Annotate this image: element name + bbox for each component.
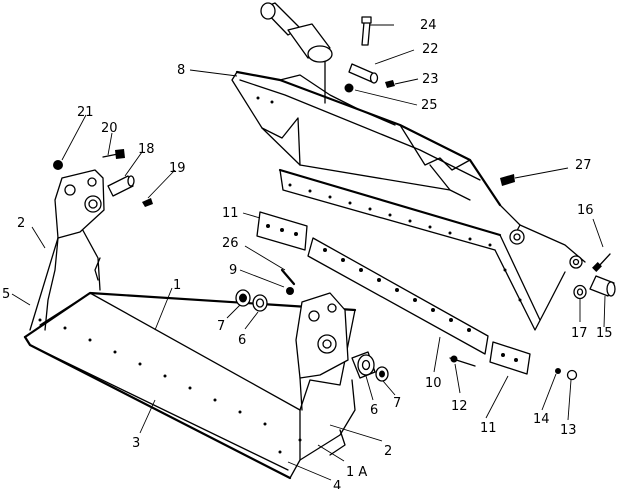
callout-6-right: 6 — [370, 403, 378, 418]
bolt-16 — [592, 253, 611, 272]
callout-27: 27 — [575, 158, 592, 173]
callout-11-top: 11 — [222, 206, 239, 221]
rod-26 — [280, 268, 296, 286]
callout-22: 22 — [422, 42, 439, 57]
callout-7-left: 7 — [217, 319, 225, 334]
callout-2-left: 2 — [17, 216, 25, 231]
bolt-20 — [102, 149, 125, 159]
callout-10: 10 — [425, 376, 442, 391]
cutting-edge-11-top — [256, 211, 308, 251]
left-bracket — [53, 160, 105, 239]
washer-7-left — [235, 289, 251, 307]
callout-15: 15 — [596, 326, 613, 341]
lower-bucket-part-1 — [23, 224, 357, 480]
cutting-edge-11-bottom — [489, 341, 531, 375]
callout-24: 24 — [420, 18, 437, 33]
cutting-edge-10 — [307, 237, 489, 355]
upper-jaw-holes — [288, 183, 522, 302]
nut-13 — [566, 369, 578, 381]
callout-12: 12 — [451, 399, 468, 414]
callout-25: 25 — [421, 98, 438, 113]
nut-21 — [53, 160, 63, 170]
callout-4: 4 — [333, 479, 341, 489]
washer-7-right — [375, 366, 389, 382]
callout-3: 3 — [132, 436, 140, 451]
callout-2-right: 2 — [384, 444, 392, 459]
bushing-6-right — [351, 351, 376, 379]
bolt-19 — [142, 198, 153, 207]
callout-14: 14 — [533, 412, 550, 427]
right-bracket — [295, 292, 349, 411]
washer-14 — [555, 368, 561, 374]
bolt-12 — [449, 355, 476, 367]
upper-jaw-part-8 — [231, 70, 586, 331]
callout-1: 1 — [173, 278, 181, 293]
callout-7-right: 7 — [393, 396, 401, 411]
callout-21: 21 — [77, 105, 94, 120]
washer-17 — [573, 284, 587, 300]
bolt-9 — [286, 287, 294, 295]
leader-lines — [11, 24, 606, 481]
callout-16: 16 — [577, 203, 594, 218]
callout-labels: 1 1 A 2 2 3 4 5 6 6 7 7 8 9 10 11 11 12 … — [2, 18, 613, 489]
callout-9: 9 — [229, 263, 237, 278]
pin-15 — [589, 275, 616, 297]
callout-17: 17 — [571, 326, 588, 341]
pin-and-bolt-group — [344, 16, 395, 93]
callout-6-left: 6 — [238, 333, 246, 348]
callout-20: 20 — [101, 121, 118, 136]
bucket-edge-holes — [38, 318, 302, 454]
callout-18: 18 — [138, 142, 155, 157]
pin-27 — [500, 174, 515, 186]
pin-18 — [107, 175, 135, 197]
callout-26: 26 — [222, 236, 239, 251]
callout-8: 8 — [177, 63, 185, 78]
callout-11-bottom: 11 — [480, 421, 497, 436]
callout-19: 19 — [169, 161, 186, 176]
callout-5: 5 — [2, 287, 10, 302]
hydraulic-cylinder — [260, 2, 333, 104]
callout-1a: 1 A — [346, 465, 367, 480]
callout-23: 23 — [422, 72, 439, 87]
callout-13: 13 — [560, 423, 577, 438]
bushing-6-left — [252, 294, 268, 312]
